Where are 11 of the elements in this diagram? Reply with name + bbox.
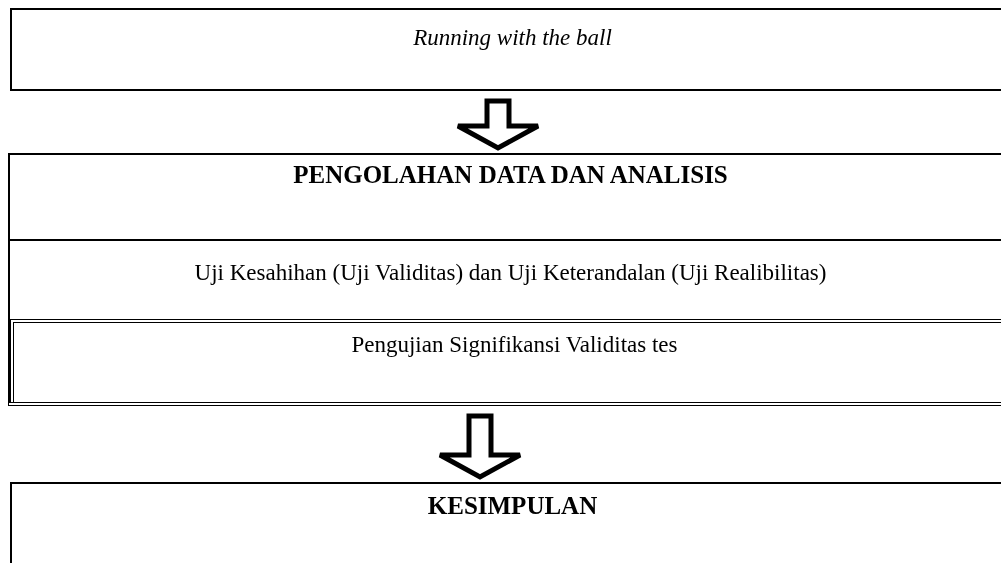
block-arrow (437, 413, 523, 480)
heading: PENGOLAHAN DATA DAN ANALISIS (292, 161, 729, 189)
step-box (10, 8, 1001, 91)
step-text: Running with the ball (412, 24, 613, 52)
heading: KESIMPULAN (426, 492, 599, 520)
step-box (10, 482, 1001, 563)
block-arrow (455, 98, 541, 151)
step-text: Pengujian Signifikansi Validitas tes (350, 331, 679, 359)
step-text: Uji Kesahihan (Uji Validitas) dan Uji Keterandalan (Uji Realibilitas) (193, 259, 828, 287)
process-panel (8, 153, 1001, 406)
process-row (10, 319, 1001, 402)
